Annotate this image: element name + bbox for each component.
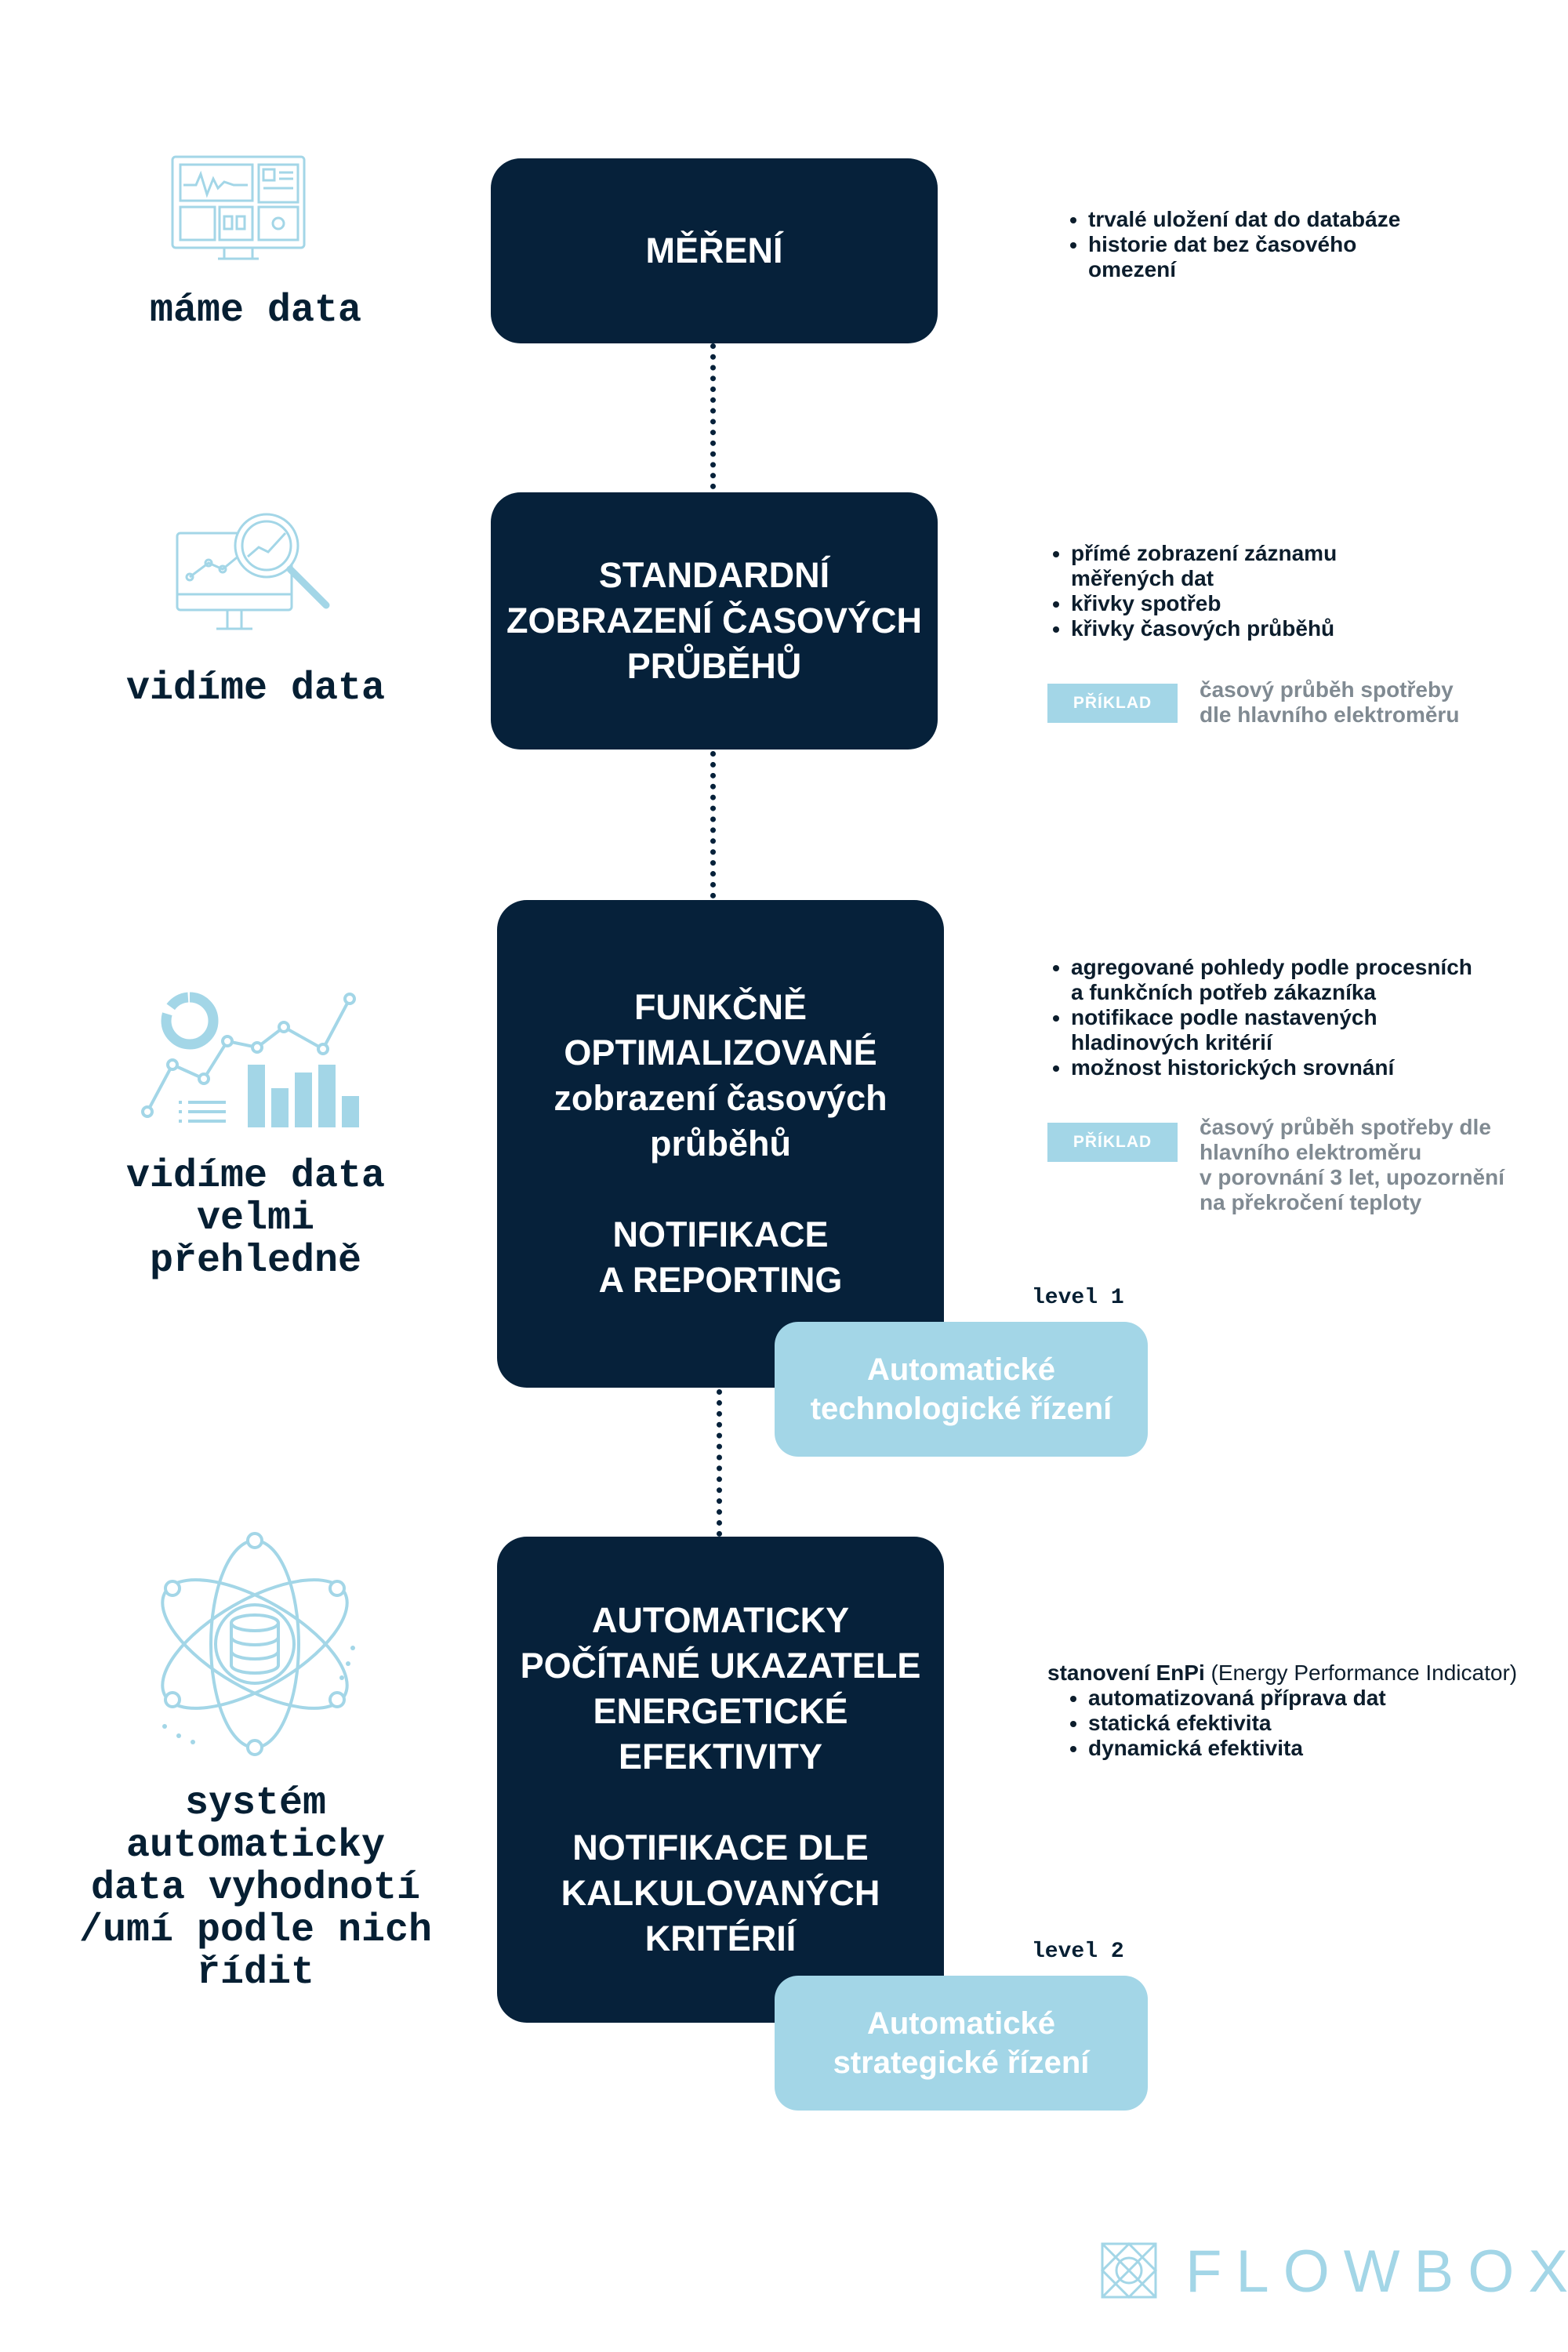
list-item: křivky časových průběhů [1071, 616, 1337, 641]
step-2-left-label: vidíme data [125, 666, 386, 711]
list-item: dynamická efektivita [1088, 1736, 1386, 1761]
automatic-technological-control-pill: Automatické technologické řízení [775, 1322, 1148, 1457]
step-3-box: FUNKČNĚ OPTIMALIZOVANÉ zobrazení časovýc… [497, 900, 944, 1388]
level-1-label: level 1 [1032, 1286, 1124, 1310]
list-item: automatizovaná příprava dat [1088, 1686, 1386, 1711]
step-3-title-line: FUNKČNĚ [634, 987, 807, 1027]
step-4-title-line: AUTOMATICKY [591, 1600, 850, 1640]
step-3-title-line: OPTIMALIZOVANÉ [564, 1033, 877, 1073]
step-4-title-line: ENERGETICKÉ [593, 1691, 848, 1731]
list-item: notifikace podle nastavenýchhladinových … [1071, 1005, 1472, 1055]
example-text: časový průběh spotřeby dle hlavního elek… [1200, 1115, 1504, 1214]
step-1-left-label: máme data [149, 289, 362, 333]
example-badge: PŘÍKLAD [1047, 1123, 1178, 1162]
step-4-title-line: EFEKTIVITY [618, 1737, 823, 1777]
enpi-heading: stanovení EnPi (Energy Performance Indic… [1047, 1661, 1518, 1685]
list-item: statická efektivita [1088, 1711, 1386, 1736]
connector-1-2 [710, 343, 716, 489]
step-1-title: MĚŘENÍ [645, 230, 783, 270]
analytics-charts-icon [141, 992, 359, 1127]
step-4-subtitle-line: NOTIFIKACE DLE [572, 1828, 869, 1867]
list-item: trvalé uložení dat do databáze [1088, 207, 1400, 232]
step-3-left-label: vidíme data velmi přehledně [125, 1154, 386, 1283]
step-1-bullets: trvalé uložení dat do databáze historie … [1066, 207, 1400, 282]
step-3-subtitle-line: NOTIFIKACE [612, 1214, 829, 1254]
step-2-title-line: PRŮBĚHŮ [626, 646, 802, 686]
step-3-title-line: průběhů [650, 1123, 791, 1163]
chart-magnifier-monitor-icon [176, 513, 330, 630]
step-4-subtitle-line: KRITÉRIÍ [644, 1918, 797, 1958]
atom-database-icon [161, 1532, 355, 1756]
connector-2-3 [710, 751, 716, 898]
example-text: časový průběh spotřeby dle hlavního elek… [1200, 677, 1460, 727]
level-2-label: level 2 [1032, 1940, 1124, 1964]
example-badge: PŘÍKLAD [1047, 684, 1178, 723]
automatic-strategic-control-pill: Automatické strategické řízení [775, 1976, 1148, 2111]
step-2-box: STANDARDNÍ ZOBRAZENÍ ČASOVÝCH PRŮBĚHŮ [491, 492, 938, 750]
step-4-bullets: automatizovaná příprava dat statická efe… [1066, 1686, 1386, 1761]
step-3-subtitle-line: A REPORTING [598, 1260, 843, 1300]
step-4-box: AUTOMATICKY POČÍTANÉ UKAZATELE ENERGETIC… [497, 1537, 944, 2023]
step-4-left-label: systém automaticky data vyhodnotí /umí p… [78, 1781, 433, 1995]
step-4-subtitle-line: KALKULOVANÝCH [561, 1873, 880, 1913]
flowbox-logo-text: FLOWBOX [1185, 2238, 1568, 2305]
step-1-box: MĚŘENÍ [491, 158, 938, 343]
list-item: možnost historických srovnání [1071, 1055, 1472, 1080]
step-4-title-line: POČÍTANÉ UKAZATELE [520, 1646, 921, 1686]
flowbox-logo-icon [1100, 2241, 1158, 2299]
step-3-title-line: zobrazení časových [554, 1078, 887, 1118]
dashboard-monitor-icon [171, 155, 306, 260]
list-item: křivky spotřeb [1071, 591, 1337, 616]
step-2-title-line: STANDARDNÍ [598, 555, 830, 595]
step-2-title-line: ZOBRAZENÍ ČASOVÝCH [506, 601, 923, 641]
connector-3-4 [717, 1389, 722, 1537]
